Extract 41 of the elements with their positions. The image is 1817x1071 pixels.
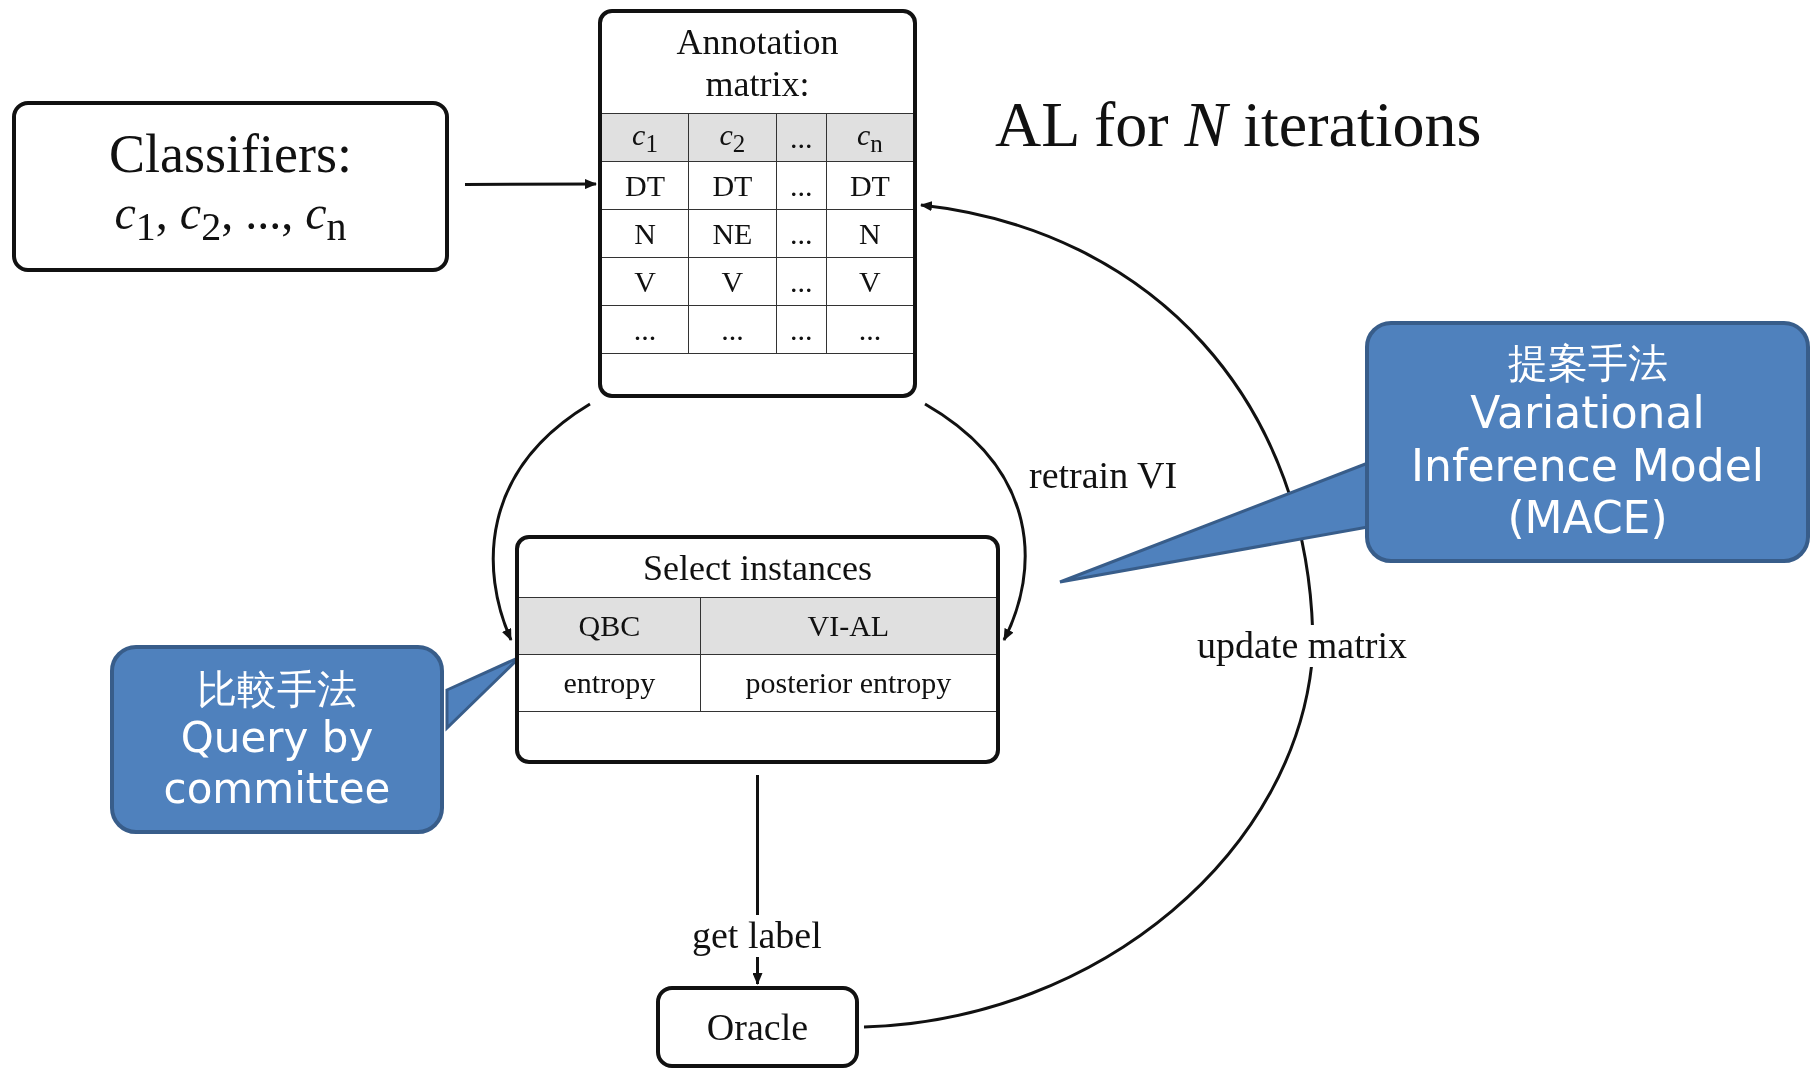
callout-bubble [1365,321,1810,563]
diagram-title: AL for N iterations [995,88,1482,162]
table-cell: ... [776,305,827,354]
arrow [924,402,1027,641]
table-cell: NE [688,209,777,258]
arrow [863,201,1315,1029]
column-header: c$_{n}$ [826,113,913,162]
table-cell: ... [602,305,689,354]
heading-text: Classifiers: [109,123,352,186]
table-cell: ... [776,257,827,306]
column-header: VI-AL [700,597,996,655]
annotation-matrix-box [598,9,917,398]
heading-text: Select instances [642,547,873,590]
table-cell: DT [688,161,777,210]
table-cell: ... [688,305,777,354]
column-header: c$_{2}$ [688,113,777,162]
table-cell: DT [602,161,689,210]
table-cell: ... [776,209,827,258]
body-text: c$_{1}$, c$_{2}$, ..., c$_{n}$ [114,185,347,250]
table-cell: N [602,209,689,258]
arrow [491,402,591,641]
select-instances-box [515,535,1000,764]
classifiers-box [12,101,449,272]
table-cell: V [688,257,777,306]
callout-bubble [110,645,444,834]
table-cell: ... [776,161,827,210]
arrow [465,179,597,190]
heading-text: 比較手法 [197,665,357,714]
column-header: ... [776,113,827,162]
oracle-box [656,986,859,1068]
edge-label: get label [692,915,822,957]
edge-label: update matrix [1197,625,1407,667]
table-cell: entropy [519,654,701,712]
column-header: c$_{1}$ [602,113,689,162]
heading-text: Oracle [706,1005,809,1049]
column-header: QBC [519,597,701,655]
table-cell: V [602,257,689,306]
body-text: Variational Inference Model (MACE) [1410,386,1765,546]
heading-text: Annotation matrix: [675,21,840,106]
body-text: Query by committee [162,713,392,814]
heading-text: 提案手法 [1507,338,1668,387]
